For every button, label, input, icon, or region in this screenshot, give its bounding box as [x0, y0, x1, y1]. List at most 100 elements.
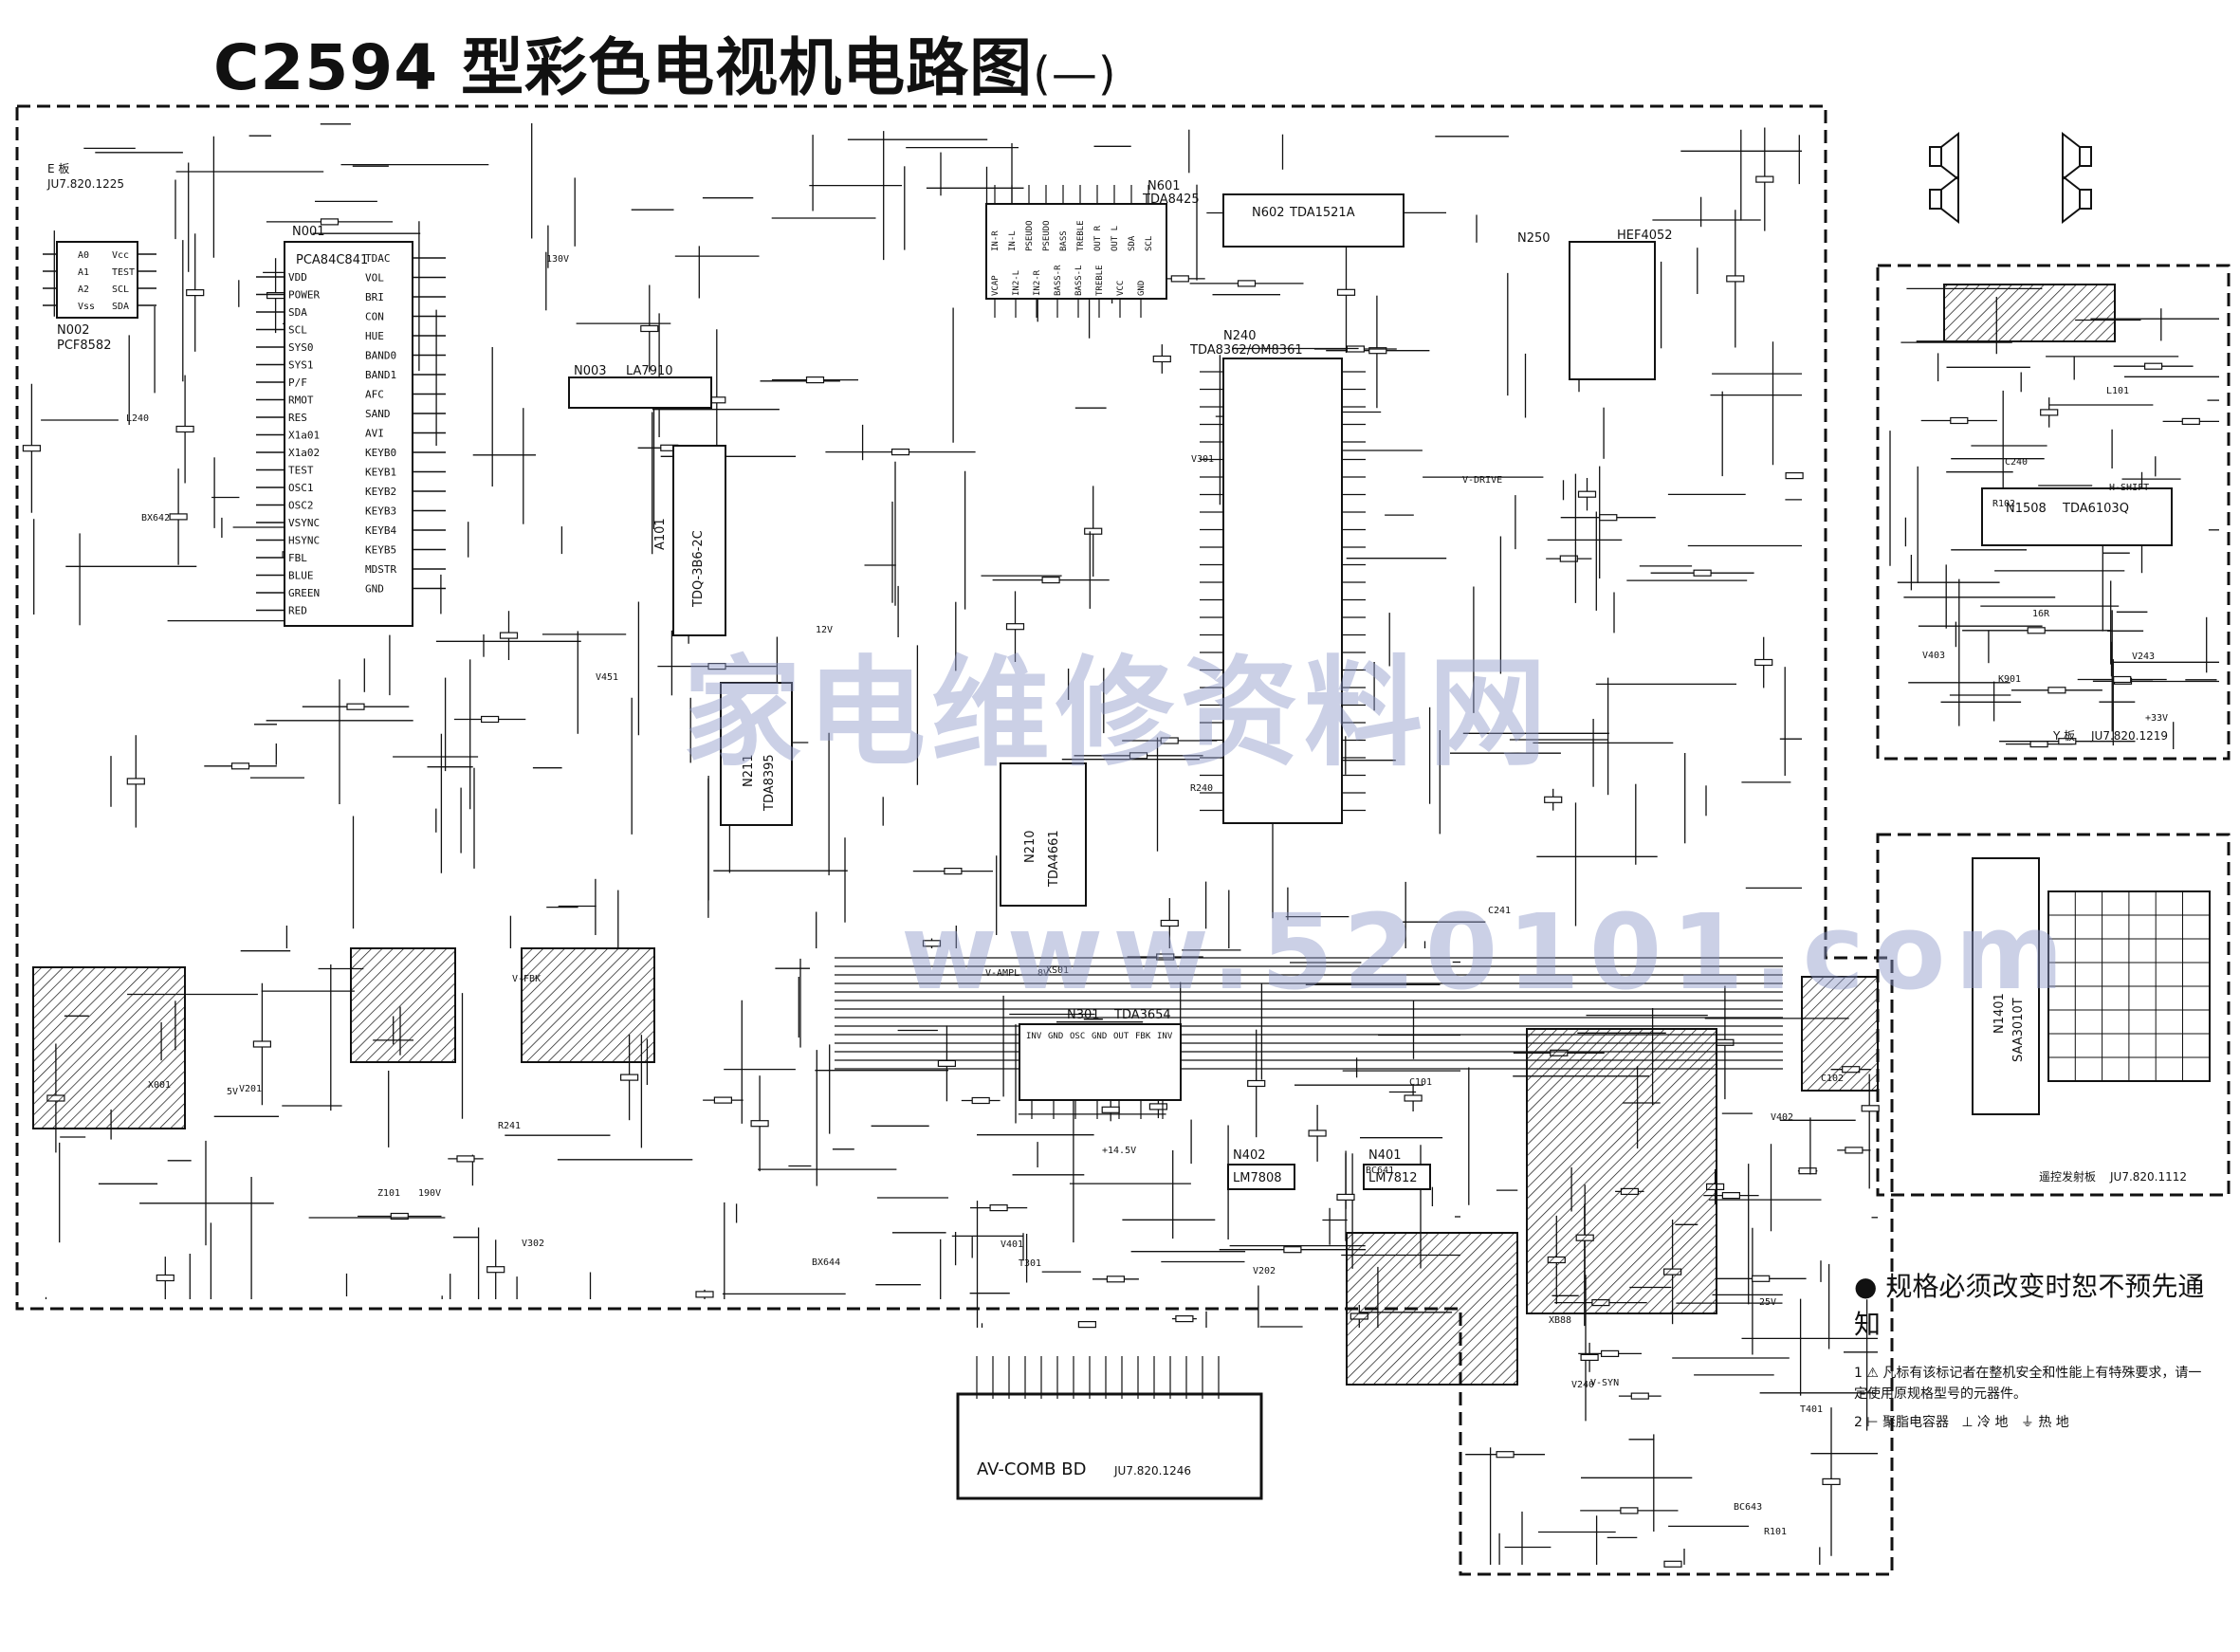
component-label: V401: [1001, 1239, 1023, 1250]
crt-socket-hatch: [1943, 284, 2116, 342]
chip-pin-label: POWER: [288, 289, 320, 302]
component-label: V302: [522, 1239, 544, 1249]
chip-pin-label: IN-L: [1008, 230, 1018, 251]
component-label: 12V: [816, 625, 833, 635]
chip-pin-label: INV: [1157, 1032, 1173, 1041]
component-label: V243: [2132, 652, 2155, 662]
board-remote-code: JU7.820.1112: [2109, 1170, 2187, 1184]
component-label: R102: [1992, 499, 2015, 509]
chip-pin-label: AVI: [365, 428, 384, 440]
chip-pin-label: Vcc: [112, 250, 129, 261]
note-2: 2 ⊢ 聚脂电容器 ⊥ 冷 地 ⏚ 热 地: [1854, 1412, 2214, 1431]
watermark-cn: 家电维修资料网: [683, 645, 1552, 782]
chip-pin-label: VOL: [365, 272, 384, 285]
component-label: Z101: [377, 1188, 400, 1199]
component-label: T401: [1800, 1404, 1823, 1415]
board-av-name: AV-COMB BD: [977, 1459, 1086, 1479]
chip-n1508-part: TDA6103Q: [2062, 502, 2129, 516]
component-label: C240: [2005, 457, 2028, 468]
chip-n301-ref: N301: [1067, 1008, 1100, 1022]
speaker-icon: [2062, 131, 2092, 182]
chip-pin-label: TREBLE: [1095, 265, 1105, 296]
chip-pin-label: P/F: [288, 376, 307, 389]
component-label: X001: [148, 1080, 171, 1091]
chip-pin-label: TEST: [288, 465, 314, 477]
chip-pin-label: AFC: [365, 389, 384, 401]
chip-pin-label: A2: [78, 285, 89, 295]
component-label: 190V: [418, 1188, 441, 1199]
chip-n211-ref: N211: [742, 754, 756, 787]
chip-n210-part: TDA4661: [1047, 830, 1061, 888]
component-label: +14.5V: [1102, 1146, 1136, 1156]
chip-pin-label: BASS-L: [1074, 265, 1084, 296]
chip-pin-label: OSC: [1070, 1032, 1085, 1041]
power-hatch-region: [32, 966, 186, 1129]
component-label: C102: [1821, 1074, 1844, 1084]
chip-pin-label: IN2-L: [1012, 270, 1021, 296]
chip-pin-label: KEYB4: [365, 524, 396, 537]
chip-pin-label: GND: [365, 583, 384, 596]
component-label: V403: [1922, 651, 1945, 661]
chip-pin-label: HSYNC: [288, 535, 320, 547]
chip-n240-ref: N240: [1223, 329, 1257, 343]
component-label: R240: [1190, 783, 1213, 794]
chip-n001: N001 PCA84C841 VDDPOWERSDASCLSYS0SYS1P/F…: [256, 225, 446, 627]
chip-pin-label: PSEUDO: [1025, 220, 1035, 251]
chip-n1401-part: SAA3010T: [2011, 998, 2026, 1062]
component-label: V402: [1771, 1112, 1793, 1123]
component-label: V202: [1253, 1266, 1276, 1276]
chip-pin-label: OUT: [1113, 1032, 1129, 1041]
chip-pin-label: CON: [365, 311, 384, 323]
chip-n1401: N1401 SAA3010T: [1972, 857, 2040, 1115]
component-label: XS01: [1046, 965, 1069, 976]
chip-n250-part: HEF4052: [1617, 229, 1673, 243]
component-label: V-SYN: [1590, 1378, 1619, 1388]
av-comb-board: [956, 1392, 1263, 1500]
chip-pin-label: IN-R: [991, 230, 1001, 251]
chip-pin-label: VDD: [288, 271, 307, 284]
chip-pin-label: SDA: [1128, 235, 1137, 251]
chip-n250-ref: N250: [1517, 231, 1551, 246]
chip-n1401-ref: N1401: [1992, 993, 2007, 1034]
note-1: 1 ⚠ 凡标有该标记者在整机安全和性能上有特殊要求，请一定使用原规格型号的元器件…: [1854, 1363, 2214, 1404]
cold-ground-icon: ⊥: [1961, 1415, 1974, 1430]
component-label: V240: [1571, 1380, 1594, 1390]
watermark-url: www.520101.com: [901, 891, 2074, 1013]
chip-pin-label: KEYB0: [365, 447, 396, 459]
chip-n602-ref: N602: [1252, 206, 1285, 220]
component-label: V201: [239, 1084, 262, 1094]
notes-bullet-text: 规格必须改变时恕不预先通知: [1854, 1271, 2205, 1340]
chip-n401-ref: N401: [1368, 1148, 1402, 1163]
chip-pin-label: TEST: [112, 267, 135, 278]
notes-bullet: ● 规格必须改变时恕不预先通知: [1854, 1271, 2205, 1340]
chip-n002-part: PCF8582: [57, 339, 111, 353]
chip-pin-label: KEYB3: [365, 505, 396, 518]
chip-pin-label: GND: [1137, 281, 1147, 296]
chip-pin-label: VCAP: [991, 275, 1001, 296]
component-label: L101: [2106, 386, 2129, 396]
chip-pin-label: SDA: [112, 302, 129, 312]
rect-hatch-region: [521, 947, 655, 1063]
chip-pin-label: OUT L: [1111, 226, 1120, 251]
component-label: C241: [1488, 906, 1511, 916]
chip-n402-ref: N402: [1233, 1148, 1266, 1163]
speaker-icon: [2062, 174, 2092, 225]
component-label: 5V: [227, 1087, 238, 1097]
chip-pin-label: X1a01: [288, 430, 320, 442]
component-label: 8V: [1037, 968, 1049, 979]
chip-pin-label: OSC1: [288, 482, 314, 494]
xp-hatch-region: [1801, 976, 1879, 1092]
chip-n601-part: TDA8425: [1142, 193, 1200, 207]
remote-keypad-grid: [2047, 890, 2211, 1082]
capacitor-icon: ⊢: [1866, 1415, 1879, 1430]
component-label: L240: [126, 413, 149, 424]
chip-pin-label: BAND1: [365, 369, 396, 381]
component-label: XB88: [1549, 1315, 1571, 1326]
y-board-border: [1876, 264, 2231, 761]
board-y-code: JU7.820.1219: [2090, 729, 2168, 743]
note-2-num: 2: [1854, 1415, 1863, 1430]
chip-pin-label: INV: [1026, 1032, 1042, 1041]
component-label: V451: [596, 672, 618, 683]
